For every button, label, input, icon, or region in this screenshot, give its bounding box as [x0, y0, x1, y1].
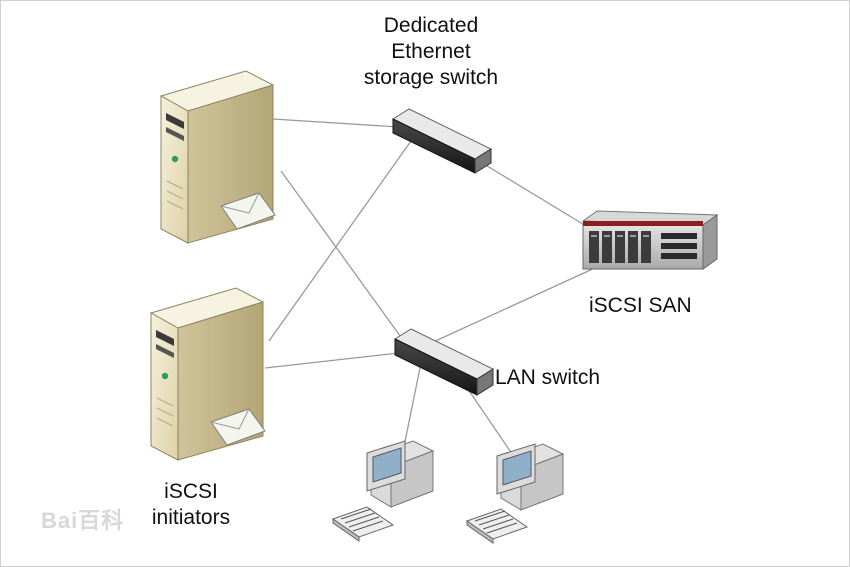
connection-lines	[264, 118, 598, 472]
san-storage-array-icon	[581, 210, 719, 270]
initiators-label-line-1: iSCSI	[164, 480, 218, 503]
initiators-label: iSCSI initiators	[151, 479, 231, 531]
link-server2-lan-switch	[264, 352, 400, 369]
san-label: iSCSI SAN	[589, 294, 692, 317]
link-server1-lan-switch	[280, 170, 412, 352]
storage-switch-label-line-2: Ethernet	[391, 40, 471, 63]
link-server2-storage-switch	[268, 140, 412, 342]
baidu-watermark: Bai百科	[41, 508, 125, 533]
storage-switch-label: Dedicated Ethernet storage switch	[341, 13, 521, 91]
link-storage-switch-san	[478, 160, 592, 230]
link-lan-switch-san	[430, 266, 598, 344]
workstation-1-icon	[331, 440, 435, 542]
storage-switch-label-line-1: Dedicated	[383, 14, 479, 37]
storage-switch-icon	[391, 108, 493, 174]
storage-switch-label-line-3: storage switch	[363, 66, 499, 89]
workstation-2-icon	[465, 443, 565, 544]
initiators-label-line-2: initiators	[151, 506, 231, 529]
lan-switch-icon	[393, 328, 495, 396]
server-1-icon	[159, 70, 276, 244]
link-server1-storage-switch	[272, 118, 400, 128]
lan-switch-label: LAN switch	[495, 366, 601, 389]
server-2-icon	[149, 287, 266, 461]
